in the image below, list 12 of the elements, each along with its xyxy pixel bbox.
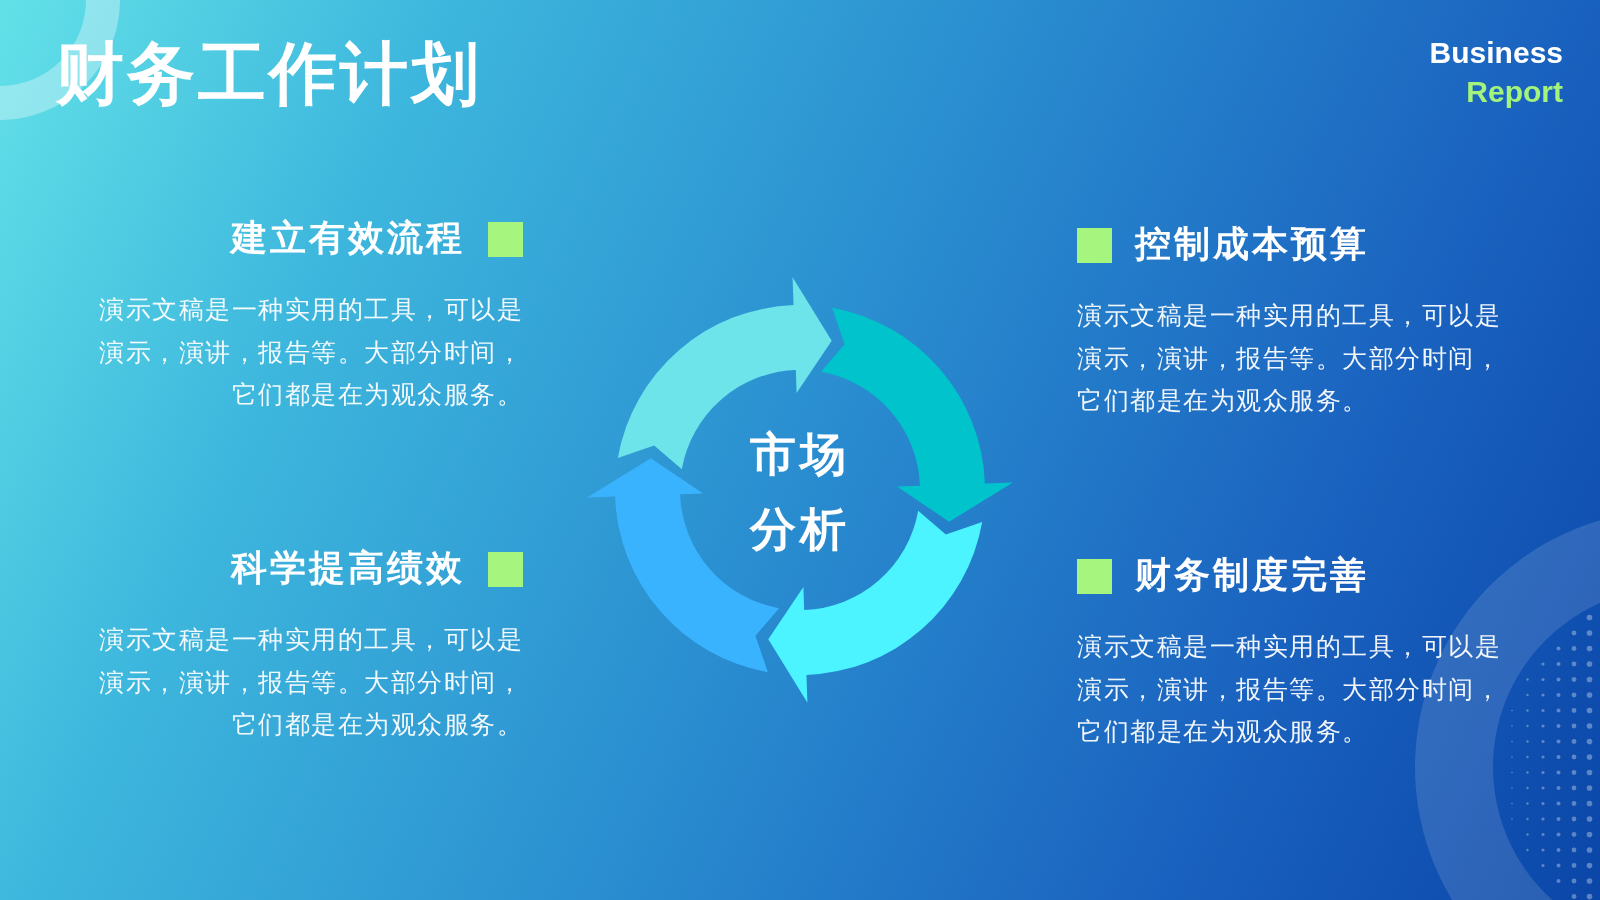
cycle-center-title: 市场分析 [740, 417, 860, 567]
header-label: Report [1466, 74, 1563, 110]
header-label: Business [1429, 35, 1563, 71]
section-description: 演示文稿是一种实用的工具，可以是演示，演讲，报告等。大部分时间，它们都是在为观众服务。 [98, 624, 523, 741]
section-description: 演示文稿是一种实用的工具，可以是演示，演讲，报告等。大部分时间，它们都是在为观众服务。 [98, 294, 523, 411]
section-heading: 科学提高绩效 [231, 547, 465, 589]
section-heading: 财务制度完善 [1135, 554, 1369, 596]
section-heading: 建立有效流程 [231, 217, 465, 259]
section-heading: 控制成本预算 [1135, 223, 1369, 265]
page-title: 财务工作计划 [56, 34, 482, 114]
section-description: 演示文稿是一种实用的工具，可以是演示，演讲，报告等。大部分时间，它们都是在为观众服务。 [1077, 300, 1502, 417]
section-description: 演示文稿是一种实用的工具，可以是演示，演讲，报告等。大部分时间，它们都是在为观众服务。 [1077, 631, 1502, 748]
